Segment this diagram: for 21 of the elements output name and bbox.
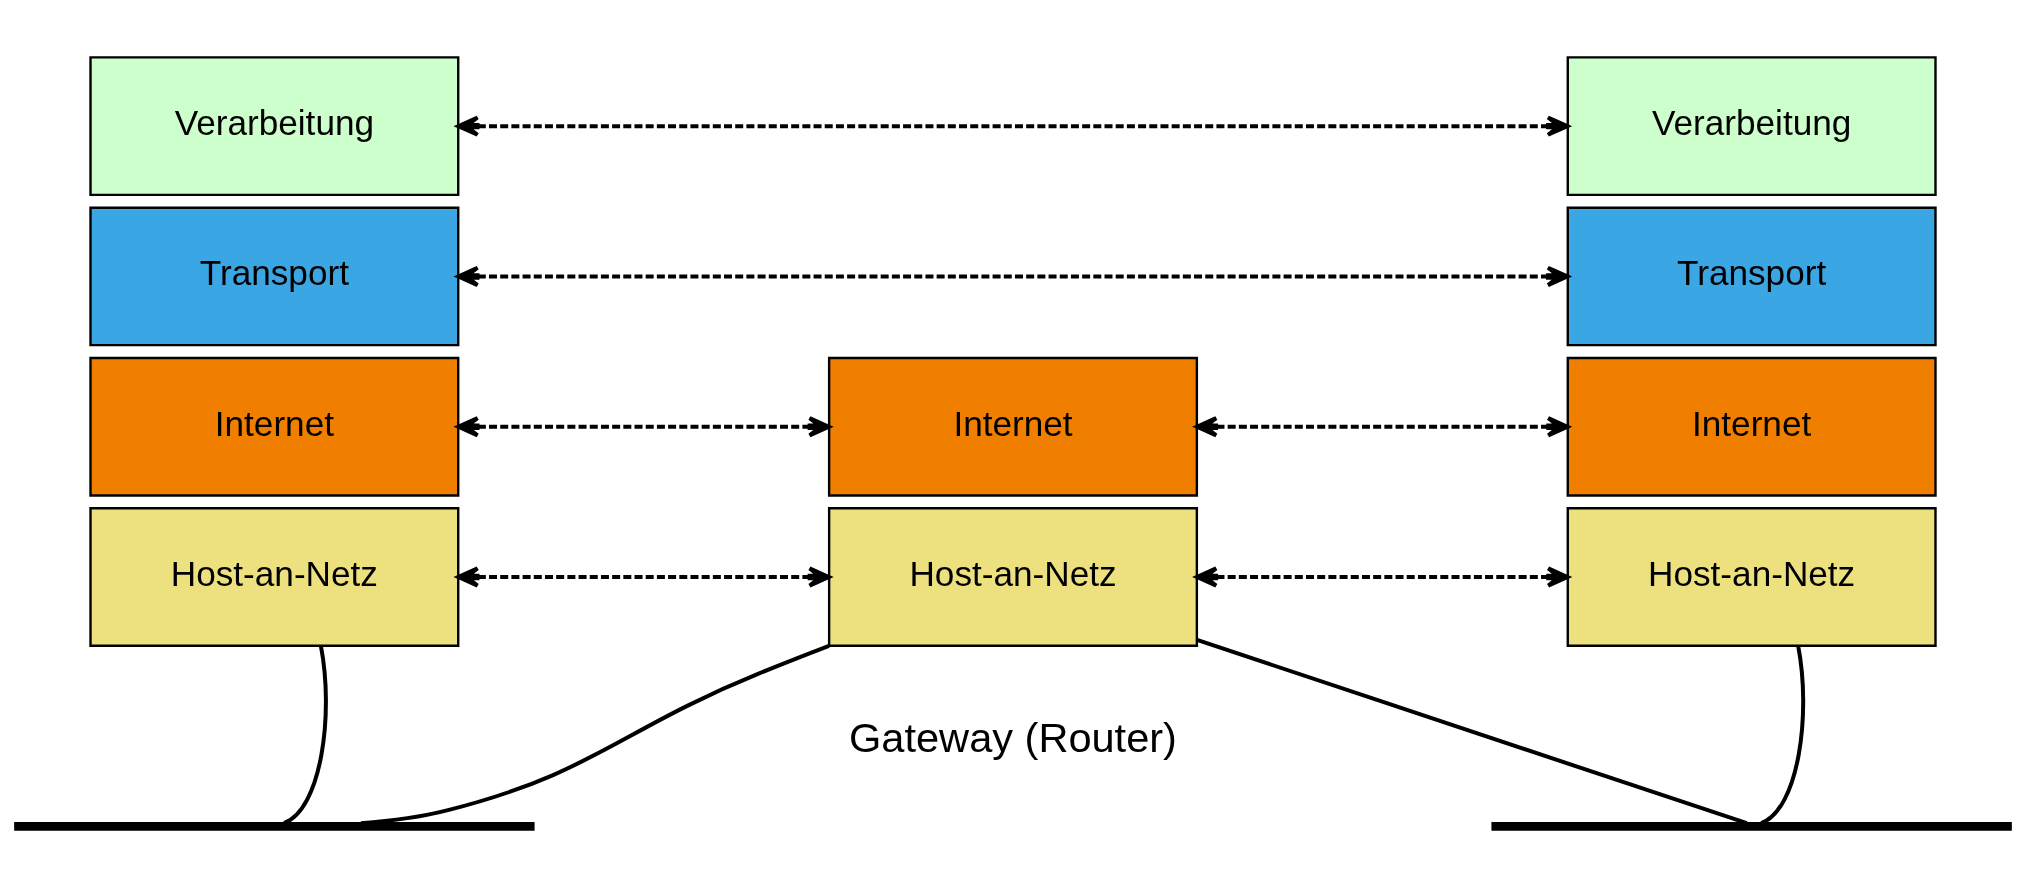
node-box: Verarbeitung (89, 56, 460, 197)
node-box: Host-an-Netz (827, 507, 1199, 647)
node-bar (14, 822, 535, 831)
arrow (456, 566, 831, 588)
connector (1760, 645, 1806, 825)
node-box: Internet (827, 356, 1199, 497)
arrow (1194, 416, 1570, 438)
arrow (456, 416, 831, 438)
node-box: Host-an-Netz (1566, 507, 1937, 647)
node-box: Verarbeitung (1566, 56, 1937, 197)
node-bar (1491, 822, 2012, 831)
connector (282, 645, 328, 825)
label: Gateway (Router) (849, 713, 1177, 761)
arrow (1194, 566, 1570, 588)
node-box: Host-an-Netz (89, 507, 460, 647)
arrow (456, 265, 1570, 288)
node-box: Internet (1566, 356, 1937, 497)
node-box: Transport (89, 206, 460, 347)
arrow (456, 115, 1570, 137)
node-box: Transport (1566, 206, 1937, 347)
node-box: Internet (89, 356, 460, 497)
